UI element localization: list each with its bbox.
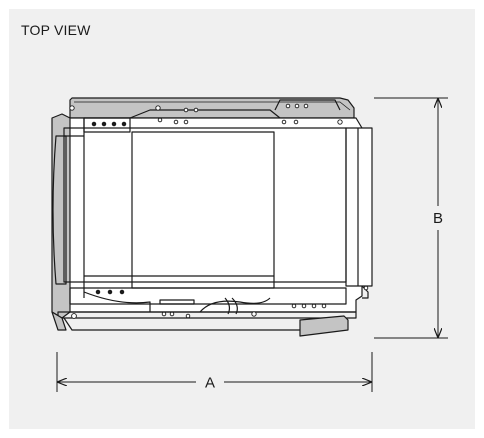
lid-frame (63, 127, 347, 283)
rear-bumper (69, 97, 355, 119)
dimension-b-label: B (433, 210, 443, 227)
view-title: TOP VIEW (21, 22, 91, 38)
device-outline (51, 97, 373, 337)
screw-holes (69, 103, 369, 319)
right-plate (345, 127, 373, 287)
dimension-a (56, 352, 373, 392)
card-slot (159, 299, 195, 305)
tray-window (131, 131, 275, 277)
left-handle-grip (52, 135, 67, 285)
front-right-foot (299, 315, 349, 337)
lower-mechanism (69, 287, 347, 305)
upper-left-tab (83, 117, 131, 133)
main-body (57, 117, 363, 313)
dimension-b (374, 97, 448, 339)
front-edge (57, 311, 357, 319)
dimension-a-label: A (205, 375, 215, 392)
